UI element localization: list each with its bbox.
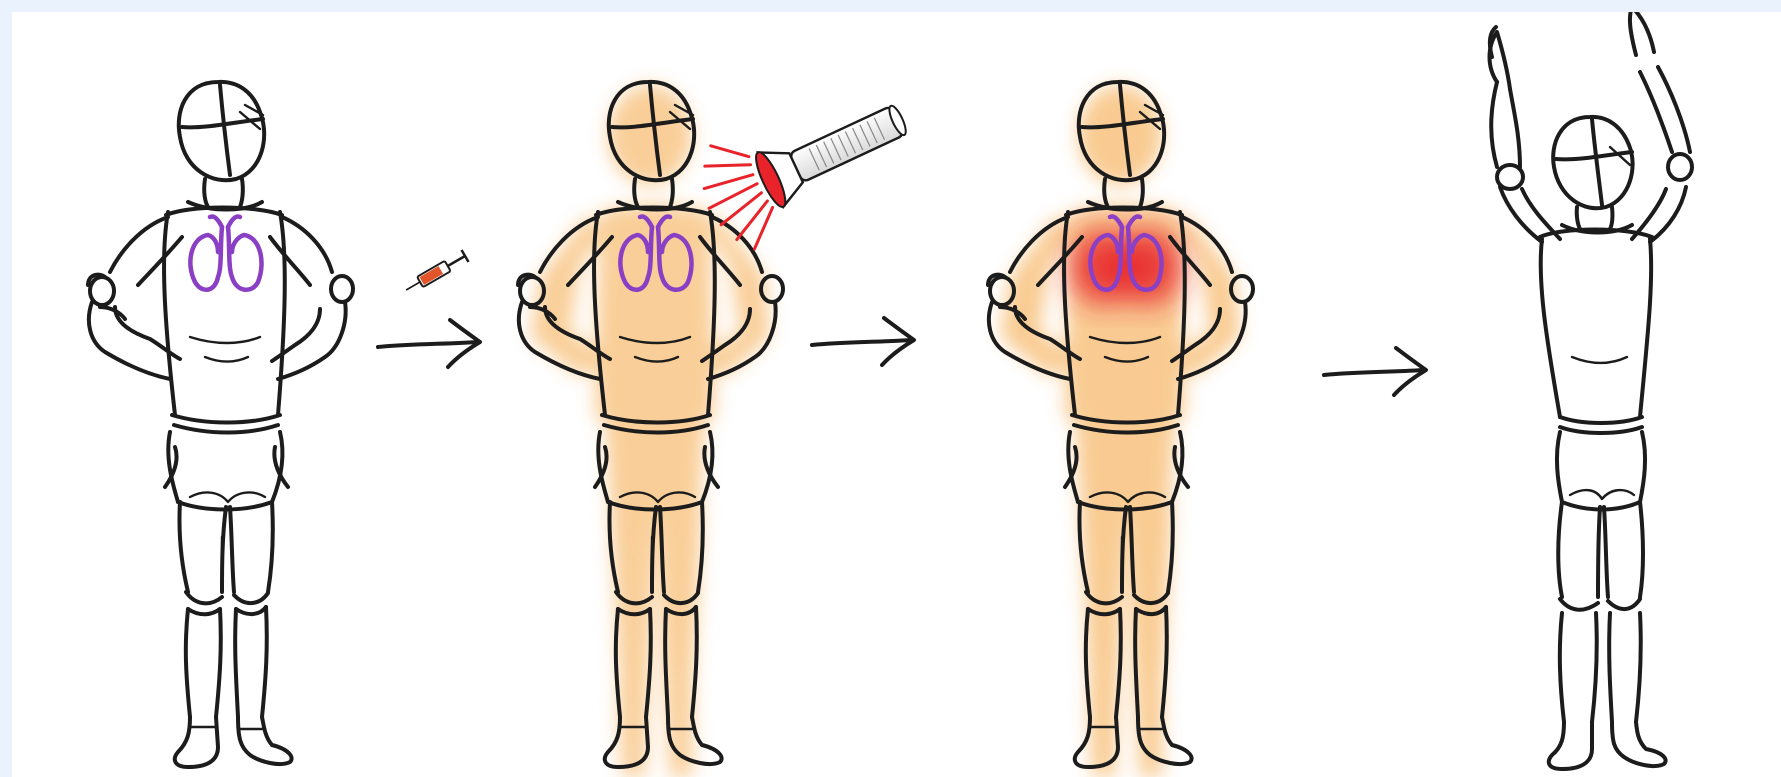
arrow-icon-1 [378, 320, 480, 367]
arrow-icon-2 [812, 318, 914, 365]
figure-canvas [12, 12, 1781, 777]
figure-stage-3 [988, 82, 1253, 777]
figure-stage-1 [88, 82, 353, 767]
arrow-icon-3 [1324, 348, 1426, 395]
lungs-red-glow [1070, 229, 1182, 305]
figure-stage-2 [518, 82, 783, 777]
syringe-icon [403, 250, 469, 296]
figure-stage-4 [1490, 12, 1693, 769]
lungs-outline-1 [190, 216, 261, 289]
